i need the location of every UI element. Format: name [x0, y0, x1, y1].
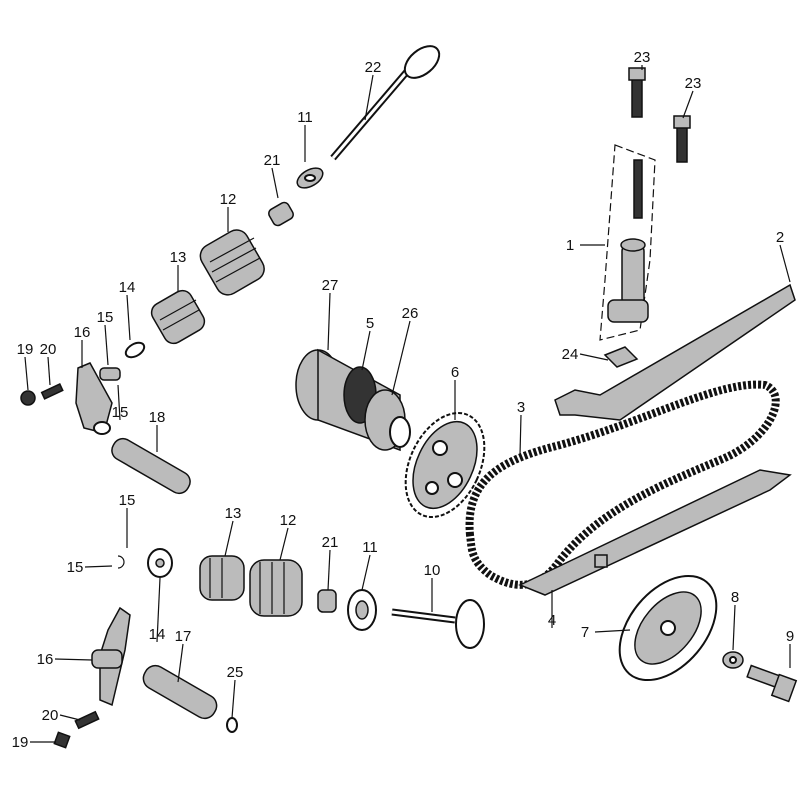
callout-15: 15	[112, 404, 129, 421]
callout-16: 16	[74, 324, 91, 341]
callout-5: 5	[366, 315, 374, 332]
leader-line-8	[732, 604, 736, 651]
callout-9: 9	[786, 628, 794, 645]
nut-19-upper	[20, 390, 36, 406]
callout-13: 13	[225, 505, 242, 522]
leader-lines	[24, 65, 791, 743]
callout-15: 15	[67, 559, 84, 576]
callout-23: 23	[634, 49, 651, 66]
cam-sprocket	[404, 412, 486, 518]
screw-20-lower	[74, 710, 100, 730]
spring-inner-upper	[150, 289, 206, 345]
leader-line-14	[156, 577, 161, 643]
leader-line-2	[779, 244, 791, 283]
callout-11: 11	[362, 539, 378, 556]
callout-23: 23	[685, 75, 702, 92]
leader-line-7	[594, 629, 631, 633]
callout-18: 18	[149, 409, 166, 426]
callout-4: 4	[548, 612, 556, 629]
callout-20: 20	[42, 707, 59, 724]
callout-15: 15	[97, 309, 114, 326]
callout-21: 21	[322, 534, 339, 551]
rocker-upper	[75, 362, 121, 435]
leader-line-26	[391, 320, 411, 396]
leader-line-20	[47, 356, 51, 386]
callout-1: 1	[566, 237, 574, 254]
callout-25: 25	[227, 664, 244, 681]
callout-12: 12	[280, 512, 297, 529]
leader-line-12	[279, 527, 289, 561]
leader-line-21	[271, 167, 279, 199]
leader-line-15	[104, 324, 109, 366]
callout-21: 21	[264, 152, 281, 169]
leader-line-16	[54, 658, 93, 661]
callout-2: 2	[776, 229, 784, 246]
chain-tensioner	[599, 67, 691, 368]
callout-19: 19	[12, 734, 29, 751]
callout-11: 11	[297, 109, 313, 126]
leader-line-25	[231, 679, 236, 719]
leader-line-24	[579, 353, 609, 361]
callout-13: 13	[170, 249, 187, 266]
callout-8: 8	[731, 589, 739, 606]
callout-24: 24	[562, 346, 579, 363]
spring-outer-upper	[199, 229, 265, 296]
washer-upper	[124, 341, 146, 359]
callout-27: 27	[322, 277, 339, 294]
timing-chain	[465, 380, 780, 589]
retainer-lower	[347, 589, 377, 631]
washer-lower	[147, 548, 173, 578]
leader-line-3	[519, 414, 522, 456]
leader-line-15	[117, 384, 121, 421]
rocker-lower	[91, 606, 131, 707]
seal-lower	[317, 589, 337, 613]
shaft-17	[142, 664, 218, 720]
drive-pulley	[618, 574, 718, 682]
valve-seal-upper	[268, 201, 294, 227]
callout-12: 12	[220, 191, 237, 208]
clip-15-lower	[117, 555, 125, 569]
valve-lower	[391, 599, 485, 649]
leader-line-21	[327, 549, 331, 591]
leader-line-5	[361, 330, 371, 371]
callout-20: 20	[40, 341, 57, 358]
callout-7: 7	[581, 624, 589, 641]
callout-22: 22	[365, 59, 382, 76]
spring-inner-lower	[199, 555, 245, 601]
chain-guide-upper	[554, 283, 796, 421]
callout-10: 10	[424, 562, 441, 579]
camshaft	[295, 348, 411, 452]
callout-17: 17	[175, 628, 192, 645]
callout-3: 3	[517, 399, 525, 416]
valve-retainer-upper	[296, 167, 324, 189]
chain-guide-lower	[518, 469, 792, 596]
leader-line-13	[224, 520, 234, 557]
leader-line-23	[682, 90, 694, 119]
leader-line-11	[361, 554, 371, 591]
callout-19: 19	[17, 341, 34, 358]
callout-14: 14	[149, 626, 166, 643]
screw-20-upper	[40, 383, 64, 400]
leader-line-19	[24, 356, 29, 391]
nut-19-lower	[53, 731, 71, 749]
washer-8	[722, 651, 744, 669]
callout-16: 16	[37, 651, 54, 668]
callout-15: 15	[119, 492, 136, 509]
leader-line-27	[327, 292, 331, 351]
callout-14: 14	[119, 279, 136, 296]
leader-line-17	[177, 643, 184, 683]
oring-25	[226, 717, 238, 733]
leader-line-15	[84, 565, 113, 568]
leader-line-14	[126, 294, 131, 341]
bolt-9	[746, 664, 798, 703]
rocker-shaft-upper	[111, 437, 191, 495]
valve-upper	[330, 45, 441, 161]
spring-outer-lower	[249, 559, 303, 617]
leader-line-20	[59, 714, 81, 721]
callout-6: 6	[451, 364, 459, 381]
callout-26: 26	[402, 305, 419, 322]
leader-line-22	[364, 74, 374, 121]
